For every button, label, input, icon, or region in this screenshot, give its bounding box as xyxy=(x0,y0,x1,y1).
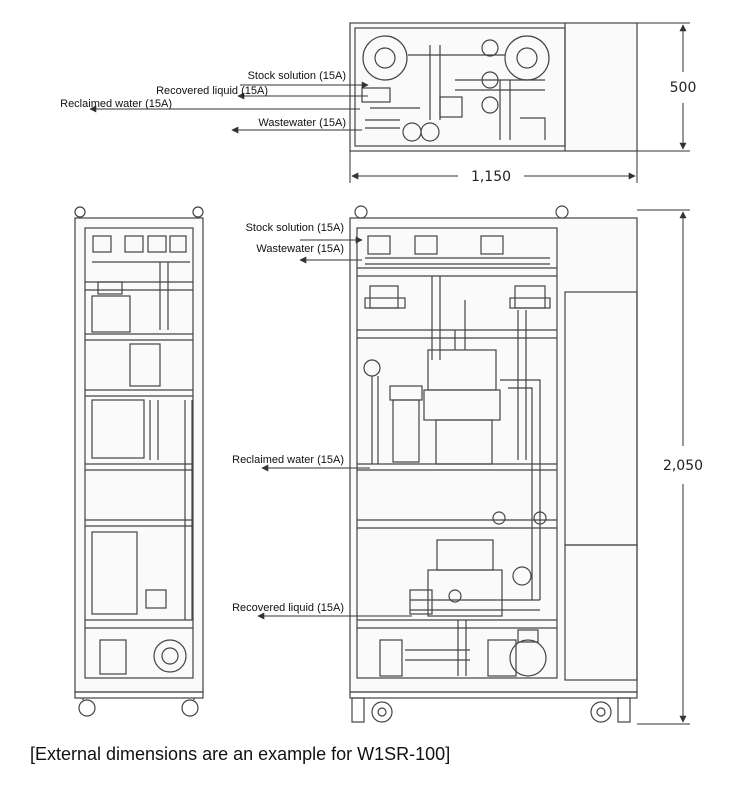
front-connection-arrows xyxy=(257,236,412,620)
front-label-stock-solution: Stock solution (15A) xyxy=(246,222,344,234)
top-label-reclaimed-water: Reclaimed water (15A) xyxy=(60,98,172,110)
front-label-reclaimed-water: Reclaimed water (15A) xyxy=(232,454,344,466)
top-view xyxy=(349,22,638,152)
top-dimension-lines xyxy=(349,22,690,183)
front-view xyxy=(349,205,638,723)
front-dimension-lines xyxy=(637,209,690,725)
side-view xyxy=(74,206,204,717)
top-label-stock-solution: Stock solution (15A) xyxy=(248,70,346,82)
dimension-width: 1,150 xyxy=(471,169,511,185)
top-label-recovered-liquid: Recovered liquid (15A) xyxy=(156,85,268,97)
front-label-recovered-liquid: Recovered liquid (15A) xyxy=(232,602,344,614)
top-connection-arrows xyxy=(89,81,369,134)
caption: [External dimensions are an example for … xyxy=(30,744,451,764)
dimension-height: 2,050 xyxy=(663,458,703,474)
top-label-wastewater: Wastewater (15A) xyxy=(258,117,346,129)
front-label-wastewater: Wastewater (15A) xyxy=(256,243,344,255)
dimension-depth: 500 xyxy=(670,80,697,96)
